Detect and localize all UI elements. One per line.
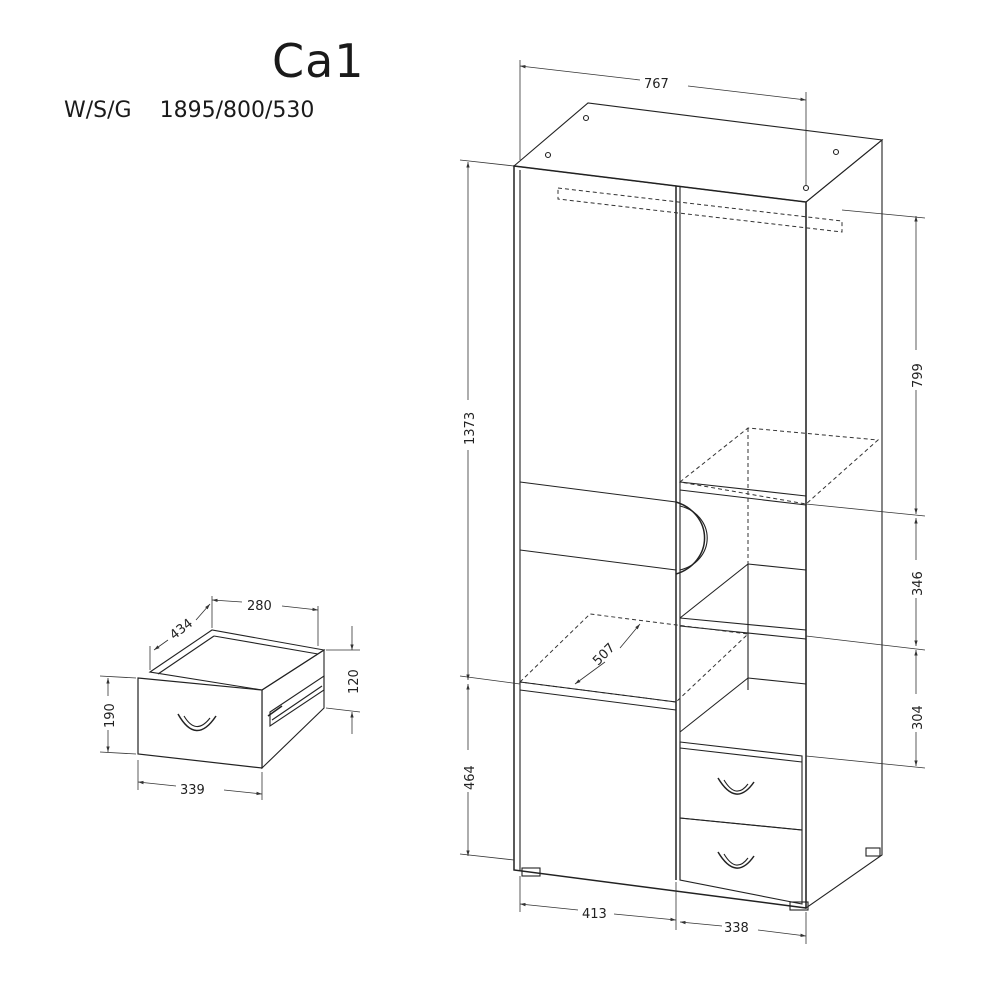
dim-drawer-width: 280 bbox=[247, 599, 272, 614]
upper-shelf bbox=[678, 427, 880, 505]
dimensions-label: W/S/G bbox=[64, 98, 132, 123]
dim-width: 767 bbox=[644, 77, 669, 92]
top-hole bbox=[544, 151, 552, 159]
foot bbox=[521, 867, 541, 877]
drawer-runner bbox=[269, 674, 325, 728]
foot bbox=[865, 847, 881, 857]
wardrobe-dimensions: 767 1373 464 799 346 304 bbox=[459, 60, 926, 944]
dim-bottom-right: 338 bbox=[724, 921, 749, 936]
dim-drawer-front-width: 339 bbox=[180, 783, 205, 798]
dim-shelf-depth: 507 bbox=[590, 641, 618, 669]
wardrobe-drawing bbox=[512, 102, 884, 911]
dimensions-line: W/S/G 1895/800/530 bbox=[64, 100, 314, 122]
dim-height-upper: 1373 bbox=[463, 412, 478, 445]
dim-bottom-left: 413 bbox=[582, 907, 607, 922]
wardrobe-front bbox=[513, 165, 807, 909]
wardrobe-side bbox=[805, 138, 883, 910]
drawer-handle-icon bbox=[177, 713, 217, 732]
dim-right-low: 304 bbox=[911, 705, 926, 730]
wardrobe-top bbox=[512, 102, 884, 203]
dimensions-value: 1895/800/530 bbox=[159, 98, 315, 123]
top-hole bbox=[832, 148, 840, 156]
top-hole bbox=[802, 184, 810, 192]
foot bbox=[789, 901, 809, 911]
door-handle bbox=[675, 501, 706, 575]
dim-drawer-depth: 434 bbox=[167, 616, 196, 643]
wardrobe-drawer-2 bbox=[679, 817, 803, 905]
drawer-handle-icon bbox=[717, 777, 755, 795]
dim-right-upper: 799 bbox=[911, 363, 926, 388]
drawer-front bbox=[137, 677, 263, 769]
drawer-drawing bbox=[137, 629, 326, 770]
dim-drawer-side-height: 120 bbox=[347, 669, 362, 694]
drawer-box-side bbox=[261, 648, 325, 770]
hanging-rail bbox=[557, 187, 843, 233]
drawer-handle-icon bbox=[717, 851, 755, 869]
model-name: Ca1 bbox=[272, 34, 365, 88]
left-shelf bbox=[518, 613, 750, 703]
dim-right-mid: 346 bbox=[911, 571, 926, 596]
top-hole bbox=[582, 114, 590, 122]
dim-drawer-height: 190 bbox=[103, 703, 118, 728]
dim-height-lower: 464 bbox=[463, 765, 478, 790]
